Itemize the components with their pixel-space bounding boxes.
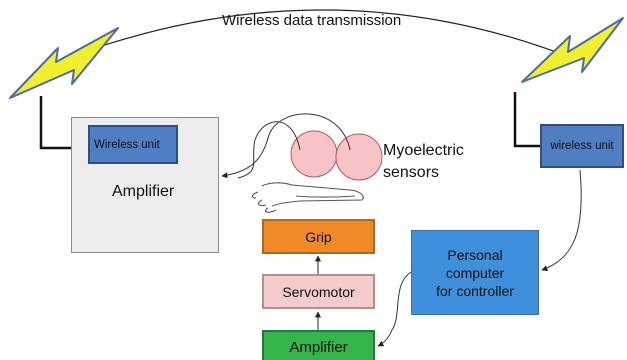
servomotor-box: Servomotor (262, 274, 375, 309)
wireless-arc (56, 9, 573, 63)
pc-line1: Personal (447, 246, 503, 263)
sensor-wire (221, 113, 351, 179)
right-antenna-line (513, 92, 542, 148)
bottom-amplifier-box: Amplifier (262, 330, 375, 360)
diagram-title: Wireless data transmission (222, 12, 402, 29)
sensor-wire (237, 121, 301, 179)
electrode-icon (290, 130, 383, 181)
arm-icon (251, 182, 364, 213)
lightning-bolt-icon (9, 27, 119, 99)
sensors-label: Myoelectric sensors (383, 140, 483, 184)
sensors-label-line1: Myoelectric (383, 142, 464, 159)
lightning-bolt-icon (521, 17, 624, 83)
left-wireless-unit: Wireless unit (88, 125, 178, 164)
pc-line2: computer (445, 264, 505, 281)
personal-computer-box: Personal computer for controller (411, 230, 539, 315)
right-wireless-unit: wireless unit (540, 124, 624, 168)
wireless-to-pc-connector (541, 169, 582, 271)
sensors-label-line2: sensors (383, 164, 440, 181)
pc-to-amplifier-connector (377, 271, 412, 347)
pc-line3: for controller (436, 282, 514, 299)
left-amplifier-label: Amplifier (112, 183, 175, 200)
grip-box: Grip (262, 219, 375, 254)
